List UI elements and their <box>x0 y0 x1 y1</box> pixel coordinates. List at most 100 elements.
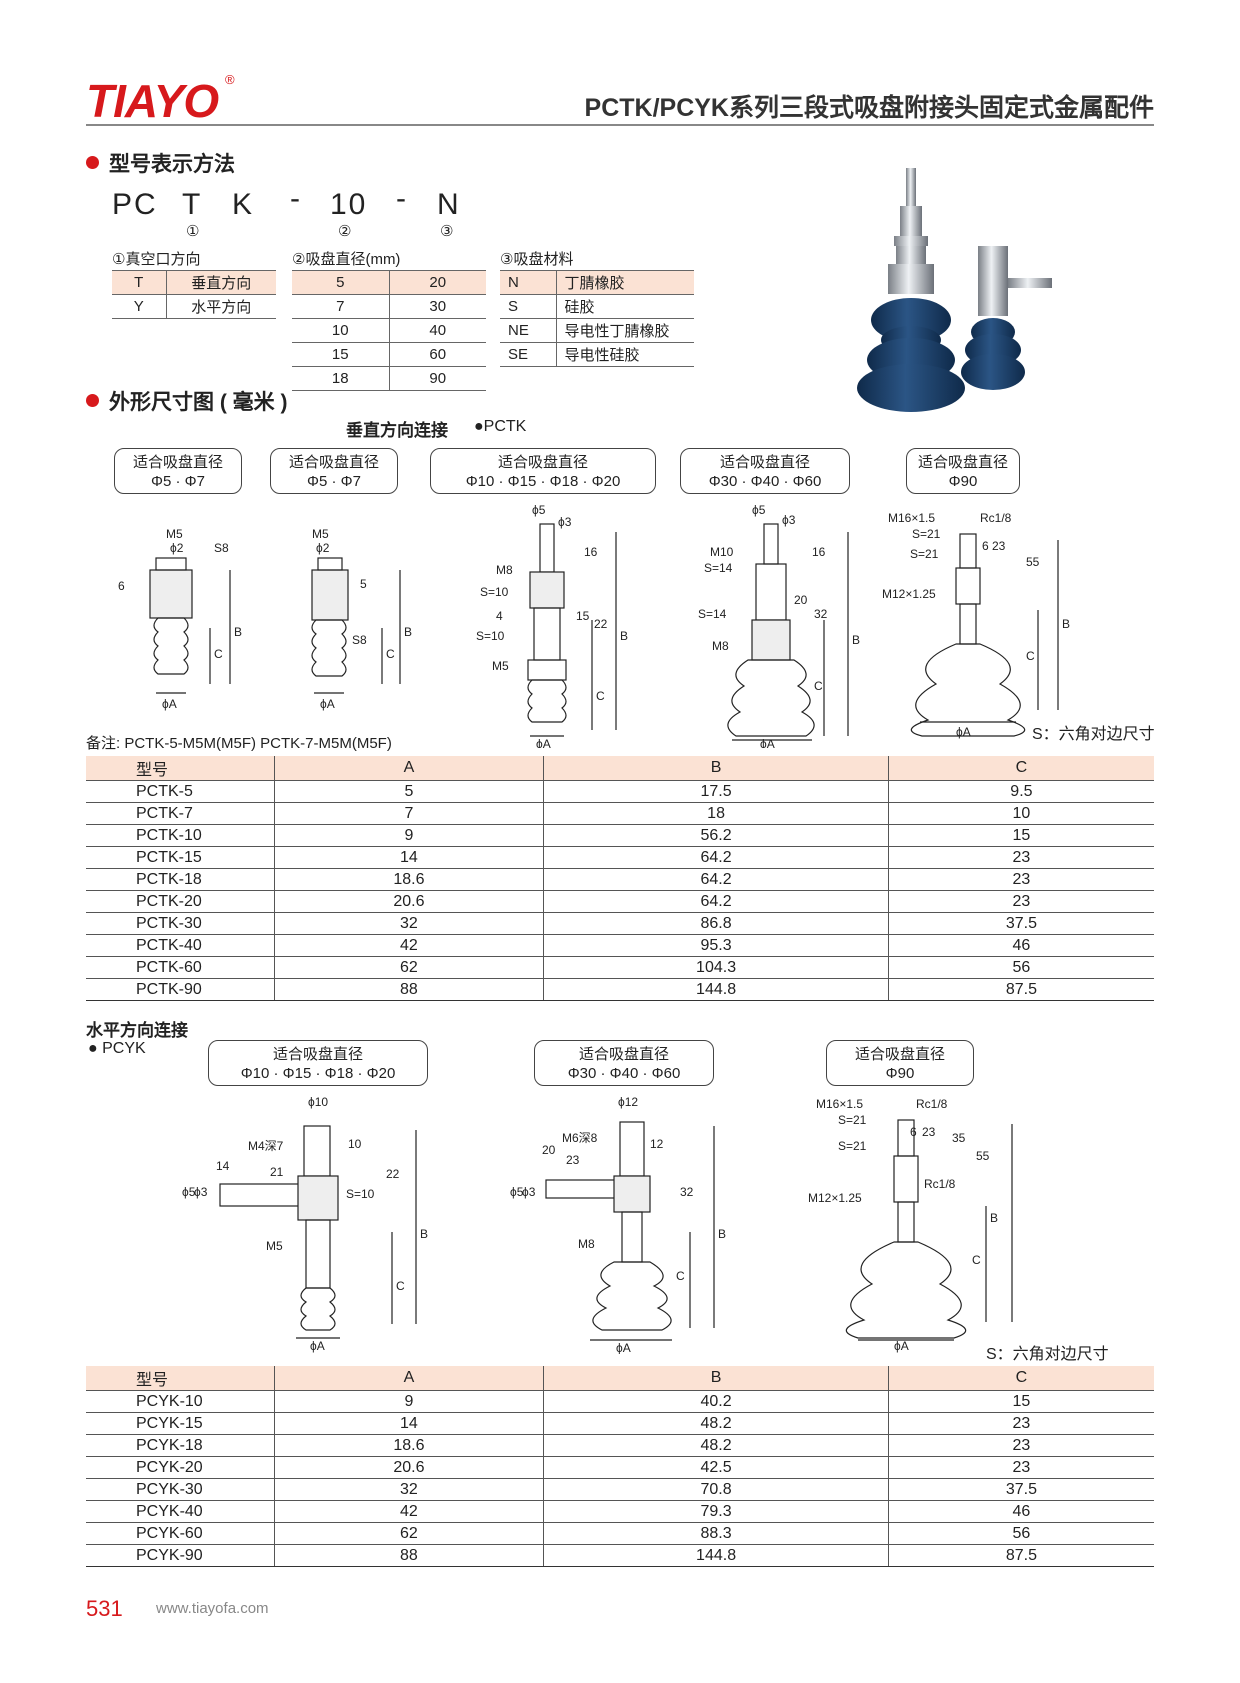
dim-label: 23 <box>992 539 1006 553</box>
product-photo <box>857 168 1052 412</box>
dim-label: ϕA <box>956 725 971 739</box>
drawing-pctk-30: ϕ5 ϕ3 M10 S=14 16 20 32 S=14 M8 B C ϕA <box>698 503 860 748</box>
dim-label: 23 <box>566 1153 580 1167</box>
dim-label: Rc1/8 <box>980 511 1012 525</box>
dim-label: S=14 <box>698 607 727 621</box>
drawing-pcyk-10: ϕ10 M4深7 14 21 10 22 S=10 ϕ5 ϕ3 B M5 C ϕ… <box>182 1095 428 1353</box>
dim-label: ϕ5 <box>182 1185 196 1199</box>
drawing-pctk-5: M5 ϕ2 S8 6 B C ϕA <box>118 527 242 711</box>
dim-label: B <box>234 625 242 639</box>
drawing-pcyk-30: ϕ12 M6深8 20 23 12 32 ϕ5 ϕ3 M8 B C ϕA <box>510 1095 726 1354</box>
dim-label: 22 <box>386 1167 400 1181</box>
dim-label: B <box>1062 617 1070 631</box>
dim-label: C <box>972 1253 981 1267</box>
dim-label: M5 <box>266 1239 283 1253</box>
dim-label: S=21 <box>838 1139 867 1153</box>
dim-label: M12×1.25 <box>808 1191 862 1205</box>
dim-label: 6 <box>910 1125 917 1139</box>
dim-label: ϕA <box>320 697 335 711</box>
dim-label: ϕ3 <box>782 513 796 527</box>
dim-label: 10 <box>348 1137 362 1151</box>
dim-label: C <box>386 647 395 661</box>
dim-label: S=14 <box>704 561 733 575</box>
dim-label: ϕ3 <box>522 1185 536 1199</box>
dim-label: 4 <box>496 609 503 623</box>
code-part-pc: PC <box>112 188 158 221</box>
dim-label: M5 <box>312 527 329 541</box>
dim-label: 20 <box>542 1143 556 1157</box>
dim-label: 14 <box>216 1159 230 1173</box>
dim-label: B <box>990 1211 998 1225</box>
dim-label: M10 <box>710 545 734 559</box>
dim-label: 6 <box>982 539 989 553</box>
dim-label: S=21 <box>838 1113 867 1127</box>
table-header-row: 型号 A B C <box>86 1366 1154 1391</box>
website-link[interactable]: www.tiayofa.com <box>156 1600 269 1617</box>
dim-label: S=10 <box>346 1187 375 1201</box>
dim-label: ϕ5 <box>532 503 546 517</box>
drawing-pctk-90: M16×1.5 Rc1/8 S=21 6 23 S=21 55 M12×1.25… <box>882 511 1070 739</box>
dim-label: M8 <box>578 1237 595 1251</box>
code-part-t: T <box>182 188 203 221</box>
code-dash: - <box>290 182 302 215</box>
code-marker-2: ② <box>338 223 352 240</box>
dim-label: ϕ10 <box>308 1095 328 1109</box>
code-marker-1: ① <box>186 223 200 240</box>
dim-label: ϕA <box>536 737 551 748</box>
dim-label: ϕ5 <box>752 503 766 517</box>
dim-label: C <box>596 689 605 703</box>
dim-label: C <box>676 1269 685 1283</box>
dim-label: 32 <box>680 1185 694 1199</box>
dim-label: ϕA <box>162 697 177 711</box>
dimension-section-heading: 外形尺寸图 ( 毫米 ) <box>86 386 288 416</box>
dim-label: M5 <box>492 659 509 673</box>
dim-label: M6深8 <box>562 1131 598 1145</box>
dim-label: 6 <box>118 579 125 593</box>
dim-label: 16 <box>812 545 826 559</box>
bullet-icon <box>86 156 99 169</box>
dim-label: M16×1.5 <box>816 1097 863 1111</box>
dim-label: ϕA <box>616 1341 631 1354</box>
dim-label: M5 <box>166 527 183 541</box>
dim-label: ϕ3 <box>558 515 572 529</box>
hex-note: S：六角对边尺寸 <box>1032 726 1155 743</box>
dim-label: B <box>718 1227 726 1241</box>
horizontal-series-label: ● PCYK <box>88 1040 146 1057</box>
hex-note: S：六角对边尺寸 <box>986 1346 1109 1363</box>
page-number: 531 <box>86 1596 123 1621</box>
code-dash: - <box>396 182 408 215</box>
page-title: PCTK/PCYK系列三段式吸盘附接头固定式金属配件 <box>584 94 1154 122</box>
dim-label: S=21 <box>910 547 939 561</box>
dim-label: S8 <box>214 541 229 555</box>
diameter-caption: ②吸盘直径(mm) <box>292 251 401 268</box>
code-marker-3: ③ <box>440 223 454 240</box>
dim-label: B <box>620 629 628 643</box>
dim-label: Rc1/8 <box>924 1177 956 1191</box>
dim-label: ϕ12 <box>618 1095 638 1109</box>
table-header-row: 型号 A B C <box>86 756 1154 781</box>
direction-caption: ①真空口方向 <box>112 251 201 268</box>
dim-label: M8 <box>496 563 513 577</box>
